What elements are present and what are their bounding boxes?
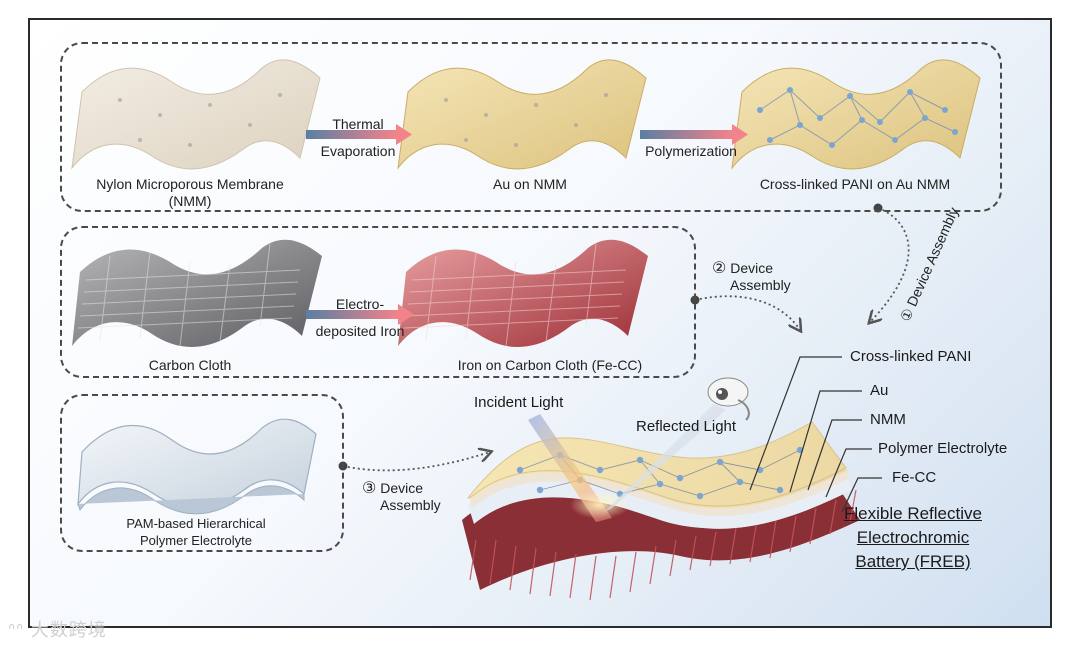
leader-fecc [841, 477, 882, 513]
nmm-label-line1: Nylon Microporous Membrane [96, 176, 284, 192]
polymerization-label: Polymerization [645, 143, 737, 159]
pam-electrolyte-film [77, 418, 317, 515]
thermal-evaporation-label: Thermal Evaporation [308, 116, 408, 160]
fe-carbon-cloth [398, 239, 648, 347]
layer-label-electrolyte: Polymer Electrolyte [878, 440, 1008, 457]
nmm-label: Nylon Microporous Membrane (NMM) [80, 176, 300, 210]
thermal-label-line1: Thermal [332, 116, 384, 132]
polymerization-arrow [640, 130, 732, 139]
nmm-membrane [71, 59, 321, 170]
layer-label-au: Au [870, 382, 889, 399]
thermal-label-line2: Evaporation [320, 143, 396, 159]
electrodeposition-arrow [306, 310, 398, 319]
freb-title-line2: Electrochromic [856, 528, 970, 547]
reflected-light-beam [604, 404, 726, 512]
row2-process-box [60, 226, 696, 378]
leader-nmm [807, 419, 862, 491]
au-nmm-membrane [397, 59, 647, 170]
assembly-arrow-3 [342, 452, 490, 472]
layer-label-nmm: NMM [870, 411, 906, 428]
membrane-pores [118, 93, 608, 147]
incident-light-label: Incident Light [474, 394, 564, 411]
reflected-light-label: Reflected Light [636, 418, 737, 435]
assembly-arrow-2 [694, 295, 800, 330]
electrodeposition-label: Electro- deposited Iron [308, 296, 412, 340]
freb-title-line3: Battery (FREB) [855, 552, 971, 571]
freb-title: Flexible Reflective Electrochromic Batte… [838, 502, 988, 574]
observer-eye-icon [707, 377, 750, 421]
nmm-label-line2: (NMM) [168, 193, 212, 209]
pam-label-line2: Polymer Electrolyte [140, 533, 252, 548]
assembly-step2-label: ② Device Assembly [712, 260, 808, 294]
pani-label: Cross-linked PANI on Au NMM [759, 176, 951, 192]
pani-au-nmm-membrane [731, 59, 981, 170]
leader-electrolyte [825, 448, 872, 498]
freb-device [462, 421, 860, 601]
freb-title-line1: Flexible Reflective [844, 504, 982, 523]
pam-label-line1: PAM-based Hierarchical [126, 516, 266, 531]
incident-light-beam [528, 414, 630, 522]
step3-line1: Device [380, 480, 424, 496]
row1-process-box [60, 42, 1002, 212]
au-nmm-label: Au on NMM [493, 176, 567, 192]
watermark-text: 大数跨境 [30, 620, 107, 641]
electro-label-line2: deposited Iron [315, 323, 405, 339]
step3-line2: Assembly [380, 497, 441, 513]
step3-number: ③ [362, 480, 377, 497]
layer-label-pani: Cross-linked PANI [850, 348, 972, 365]
watermark-logo: ᐢᐢ 大数跨境 [8, 616, 107, 642]
fecc-label: Iron on Carbon Cloth (Fe-CC) [457, 357, 643, 373]
assembly-arrow-1 [870, 207, 910, 322]
electro-label-line1: Electro- [335, 296, 385, 312]
row3-process-box [60, 394, 344, 552]
assembly-step3-label: ③ Device Assembly [362, 480, 458, 514]
step2-number: ② [712, 260, 727, 277]
step2-line1: Device [730, 260, 774, 276]
leader-au [789, 390, 862, 493]
carbon-cloth-label: Carbon Cloth [148, 357, 232, 373]
step2-line2: Assembly [730, 277, 791, 293]
layer-label-fecc: Fe-CC [892, 469, 937, 486]
watermark-icon: ᐢᐢ [8, 620, 25, 641]
carbon-cloth [72, 239, 322, 347]
pam-label: PAM-based Hierarchical Polymer Electroly… [96, 515, 296, 549]
leader-pani [749, 356, 842, 491]
thermal-evaporation-arrow [306, 130, 396, 139]
